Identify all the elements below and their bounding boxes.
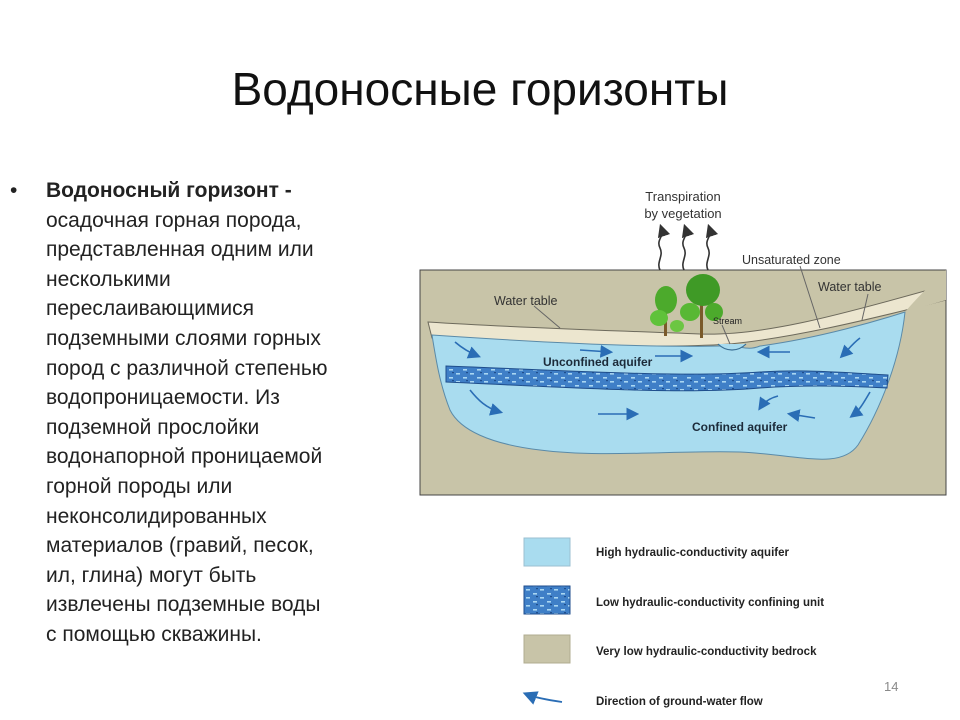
label-unconfined-aquifer: Unconfined aquifer: [543, 355, 653, 369]
legend-swatch-flow-arrow: [522, 691, 563, 705]
stream-channel: [717, 343, 747, 351]
label-transpiration-1: Transpiration: [645, 189, 720, 204]
leader-line: [799, 265, 821, 329]
label-water-table-left: Water table: [494, 294, 558, 308]
transpiration-arrow: [681, 223, 695, 271]
transpiration-arrows: [657, 223, 719, 271]
bullet-line: ил, глина) могут быть: [46, 563, 257, 587]
bullet-lead-term: Водоносный горизонт -: [46, 179, 292, 202]
legend-label-aquifer: High hydraulic-conductivity aquifer: [596, 547, 789, 559]
legend-swatch-confining: [523, 585, 571, 615]
bullet-line: водопроницаемости. Из: [46, 386, 280, 410]
bullet-line: представленная одним или: [46, 238, 314, 262]
leader-line: [861, 293, 869, 321]
label-unsaturated-zone: Unsaturated zone: [742, 253, 841, 267]
transpiration-arrow: [705, 223, 719, 271]
hill-slope: [905, 270, 946, 312]
leader-line: [533, 305, 561, 329]
flow-arrow: [849, 391, 871, 418]
label-water-table-right: Water table: [818, 280, 882, 294]
legend-label-confining: Low hydraulic-conductivity confining uni…: [596, 597, 824, 609]
flow-arrow: [839, 337, 861, 359]
flow-arrow: [786, 409, 816, 422]
legend-swatch-bedrock: [523, 634, 571, 664]
bullet-line: материалов (гравий, песок,: [46, 534, 314, 558]
bullet-line: извлечены подземные воды: [46, 593, 321, 617]
vegetation-trees: [650, 274, 723, 338]
bullet-line: водонапорной проницаемой: [46, 445, 323, 469]
flow-arrows: [454, 337, 871, 422]
confining-unit-layer: [445, 365, 889, 392]
leader-line: [721, 324, 731, 345]
legend-label-bedrock: Very low hydraulic-conductivity bedrock: [596, 646, 817, 658]
flow-arrow: [454, 341, 481, 359]
label-stream: Stream: [713, 316, 742, 326]
label-confined-aquifer: Confined aquifer: [692, 420, 788, 434]
slide-title: Водоносные горизонты: [231, 63, 729, 115]
legend-label-flow: Direction of ground-water flow: [596, 696, 763, 708]
legend: High hydraulic-conductivity aquifer Low …: [522, 537, 824, 708]
bullet-line: неконсолидированных: [46, 504, 267, 528]
bullet-line: подземными слоями горных: [46, 327, 321, 350]
label-transpiration-2: by vegetation: [644, 206, 721, 221]
bullet-line: с помощью скважины.: [46, 623, 262, 646]
transpiration-arrow: [657, 223, 671, 271]
flow-arrow: [579, 344, 614, 358]
bullet-line: горной породы или: [46, 475, 233, 498]
bullet-line: пород с различной степенью: [46, 356, 328, 380]
bullet-line: осадочная горная порода,: [46, 208, 302, 232]
slide-number: 14: [884, 679, 899, 694]
bullet-line: подземной прослойки: [46, 415, 260, 439]
bullet-line: переслаивающимися: [46, 297, 254, 321]
bullet-line: несколькими: [46, 267, 171, 291]
flow-arrow: [758, 395, 779, 411]
diagram-frame: [419, 269, 947, 496]
leader-lines: [533, 265, 869, 345]
legend-swatch-aquifer: [523, 537, 571, 567]
bullet-marker: •: [10, 179, 18, 202]
flow-arrow: [469, 389, 504, 416]
